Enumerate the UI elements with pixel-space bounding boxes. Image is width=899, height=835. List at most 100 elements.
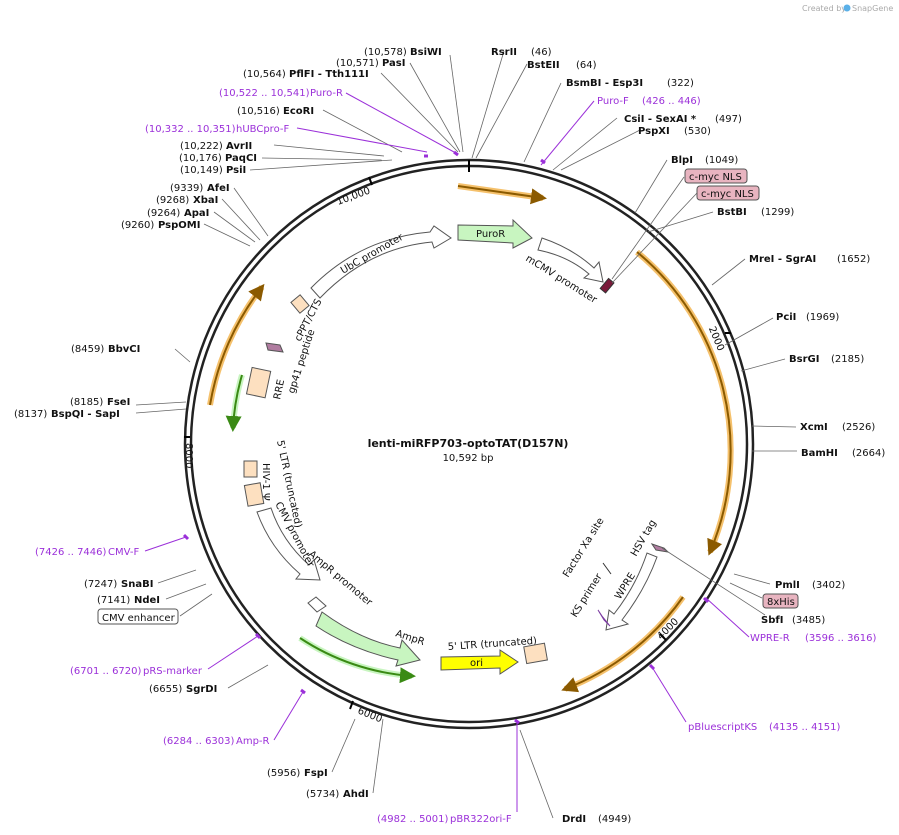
tick-6000-mark: [349, 700, 354, 710]
site-sbfi-name[interactable]: SbfI: [761, 615, 783, 626]
primer-pbr322ori-f-name[interactable]: pBR322ori-F: [450, 814, 512, 825]
plasmid-name: lenti-miRFP703-optoTAT(D157N): [368, 437, 569, 450]
primer-hubcpro-f-name[interactable]: hUBCpro-F: [236, 124, 289, 135]
site-bsiwi-name[interactable]: BsiWI: [410, 47, 442, 58]
primer-wpre-r-name[interactable]: WPRE-R: [750, 633, 790, 644]
ampr-arrow: [315, 611, 421, 667]
site-pmli-pos: (3402): [812, 580, 845, 591]
site-xcmi-name[interactable]: XcmI: [800, 422, 828, 433]
primer-puro-r-name[interactable]: Puro-R: [310, 88, 343, 99]
site-paqci-name[interactable]: PaqCI: [225, 153, 257, 164]
hiv-psi-label: HIV-1 Ψ: [260, 463, 271, 501]
site-ahdi-name[interactable]: AhdI: [343, 789, 369, 800]
site-pspxi-name[interactable]: PspXI: [638, 126, 670, 137]
site-pflfi-pos: (10,564): [243, 69, 286, 80]
green-arc-bottom: [299, 637, 416, 684]
site-fsei-pos: (8185): [70, 397, 103, 408]
green-arc-left: [225, 374, 243, 432]
site-drdi-name[interactable]: DrdI: [562, 814, 586, 825]
site-snabi-name[interactable]: SnaBI: [121, 579, 153, 590]
nls-box-2[interactable]: [696, 185, 760, 201]
site-fsei-name[interactable]: FseI: [107, 397, 130, 408]
orf-arc-right: [636, 251, 732, 556]
site-bsiwi-pos: (10,578): [364, 47, 407, 58]
cmv-enhancer-box[interactable]: [97, 608, 179, 625]
site-xbai-name[interactable]: XbaI: [193, 195, 218, 206]
ubc-promoter-arrow: [310, 225, 452, 299]
site-pspxi-pos: (530): [684, 126, 711, 137]
site-mrei-name[interactable]: MreI - SgrAI: [749, 254, 816, 265]
site-bbvci-name[interactable]: BbvCI: [108, 344, 140, 355]
site-blpi-name[interactable]: BlpI: [671, 155, 693, 166]
site-avrii-pos: (10,222): [180, 141, 223, 152]
gp41-box: [265, 342, 284, 353]
ubc-promoter-label: UbC promoter: [339, 232, 406, 277]
site-bsrgi-pos: (2185): [831, 354, 864, 365]
site-avrii-name[interactable]: AvrII: [226, 141, 252, 152]
primer-puro-f-name[interactable]: Puro-F: [597, 96, 629, 107]
primer-prs-marker-range: (6701 .. 6720): [70, 666, 142, 677]
site-fspi-pos: (5956): [267, 768, 300, 779]
kozak-feature: [599, 277, 615, 294]
his-tag-box[interactable]: [762, 593, 799, 609]
primer-leader-lines: [144, 92, 750, 812]
site-ecori-name[interactable]: EcoRI: [283, 106, 314, 117]
site-bsmbi-name[interactable]: BsmBI - Esp3I: [566, 78, 643, 89]
site-bamhi-name[interactable]: BamHI: [801, 448, 838, 459]
site-mrei-pos: (1652): [837, 254, 870, 265]
site-xcmi-pos: (2526): [842, 422, 875, 433]
site-bamhi-pos: (2664): [852, 448, 885, 459]
site-afei-name[interactable]: AfeI: [207, 183, 230, 194]
site-apai-name[interactable]: ApaI: [184, 208, 209, 219]
site-pcii-name[interactable]: PciI: [776, 312, 796, 323]
orf-arc-right-halo: [635, 249, 734, 554]
site-pflfi-name[interactable]: PflFI - Tth111I: [289, 69, 369, 80]
site-ndei-pos: (7141): [97, 595, 130, 606]
factor-xa-label: Factor Xa site: [561, 516, 606, 580]
plasmid-size: 10,592 bp: [443, 453, 494, 464]
site-bstbi-name[interactable]: BstBI: [717, 207, 747, 218]
site-drdi-pos: (4949): [598, 814, 631, 825]
site-pmli-name[interactable]: PmlI: [775, 580, 800, 591]
nls-box-1[interactable]: [684, 168, 748, 184]
site-sgrdi-pos: (6655): [149, 684, 182, 695]
site-sgrdi-name[interactable]: SgrDI: [186, 684, 217, 695]
site-pspomi-name[interactable]: PspOMI: [158, 220, 200, 231]
site-pasi-name[interactable]: PasI: [382, 58, 405, 69]
factor-xa-mark: [602, 562, 612, 575]
primer-wpre-r-range: (3596 .. 3616): [805, 633, 877, 644]
ks-primer-mark: [597, 609, 611, 627]
site-psii-name[interactable]: PsiI: [226, 165, 246, 176]
site-blpi-pos: (1049): [705, 155, 738, 166]
site-leader-lines: [135, 50, 797, 819]
site-csii-name[interactable]: CsiI - SexAI *: [624, 114, 697, 125]
rre-label: RRE: [272, 379, 287, 401]
site-rsrii-name[interactable]: RsrII: [491, 47, 517, 58]
site-bbvci-pos: (8459): [71, 344, 104, 355]
ltr5b-label: 5' LTR (truncated): [447, 636, 537, 653]
tick-4000-mark: [659, 633, 667, 641]
site-fspi-name[interactable]: FspI: [304, 768, 328, 779]
site-afei-pos: (9339): [170, 183, 203, 194]
primer-puro-f-range: (426 .. 446): [642, 96, 701, 107]
primer-pbluescriptks-name[interactable]: pBluescriptKS: [688, 722, 757, 733]
tick-10000-mark: [368, 176, 373, 186]
primer-prs-marker-name[interactable]: pRS-marker: [143, 666, 203, 677]
orf-arc-bottom: [561, 596, 684, 693]
cmv-enhancer-label: CMV enhancer: [102, 613, 176, 624]
site-csii-pos: (497): [715, 114, 742, 125]
site-snabi-pos: (7247): [84, 579, 117, 590]
primer-cmv-f-name[interactable]: CMV-F: [108, 547, 139, 558]
primer-cmv-f-range: (7426 .. 7446): [35, 547, 107, 558]
site-bsrgi-name[interactable]: BsrGI: [789, 354, 819, 365]
site-bspqi-name[interactable]: BspQI - SapI: [51, 409, 120, 420]
cmv-promoter-arrow: [256, 507, 321, 581]
site-ndei-name[interactable]: NdeI: [134, 595, 160, 606]
orf-arc-top: [457, 185, 547, 205]
site-bsteii-name[interactable]: BstEII: [527, 60, 560, 71]
primer-labels: Puro-R (10,522 .. 10,541) hUBCpro-F (10,…: [35, 88, 877, 825]
hiv-psi-box: [243, 460, 258, 478]
ampr-label: AmpR: [394, 628, 426, 648]
primer-amp-r-name[interactable]: Amp-R: [236, 736, 270, 747]
restriction-sites: BsiWI (10,578) PasI (10,571) PflFI - Tth…: [14, 47, 885, 825]
